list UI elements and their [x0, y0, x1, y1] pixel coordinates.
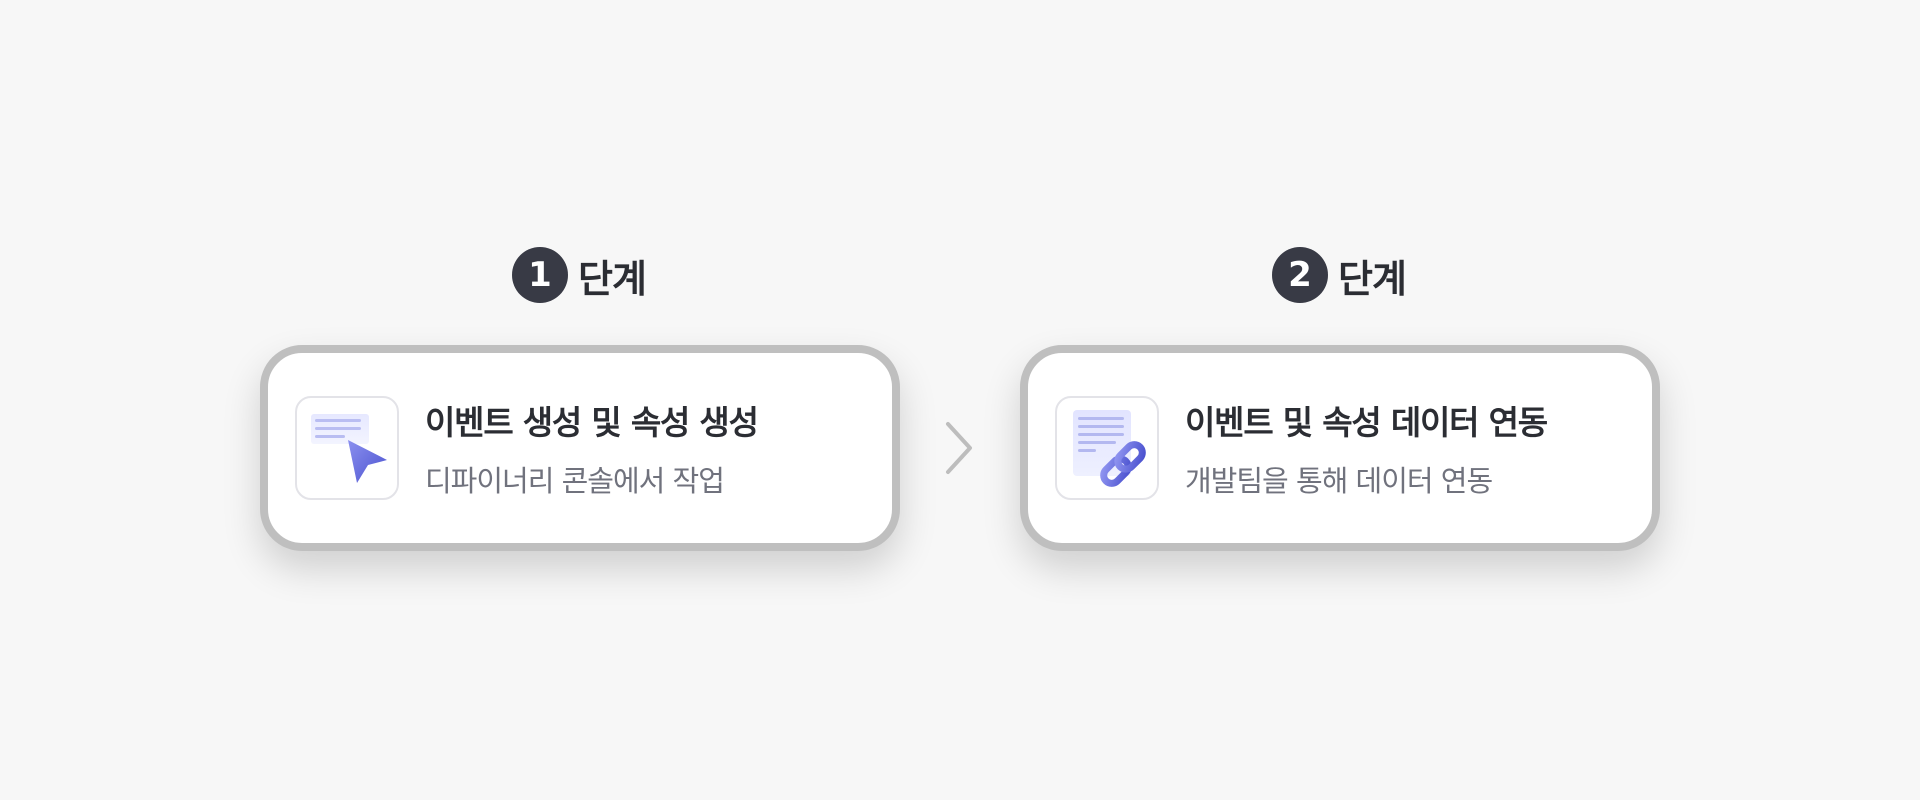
step-1-header: 1 단계 [512, 247, 647, 303]
step-2-subtitle: 개발팀을 통해 데이터 연동 [1185, 464, 1493, 498]
step-1-subtitle: 디파이너리 콘솔에서 작업 [425, 464, 725, 498]
step-1-label: 단계 [578, 256, 647, 301]
step-2-card: 이벤트 및 속성 데이터 연동 개발팀을 통해 데이터 연동 [1020, 345, 1660, 551]
step-1-title: 이벤트 생성 및 속성 생성 [425, 403, 759, 442]
cursor-document-icon [295, 396, 399, 500]
step-1-card: 이벤트 생성 및 속성 생성 디파이너리 콘솔에서 작업 [260, 345, 900, 551]
step-2-title: 이벤트 및 속성 데이터 연동 [1185, 403, 1548, 442]
step-2-number-badge: 2 [1272, 247, 1328, 303]
chevron-right-icon [946, 422, 972, 474]
link-document-icon [1055, 396, 1159, 500]
step-1-number-badge: 1 [512, 247, 568, 303]
step-2-header: 2 단계 [1272, 247, 1407, 303]
step-2-label: 단계 [1338, 256, 1407, 301]
